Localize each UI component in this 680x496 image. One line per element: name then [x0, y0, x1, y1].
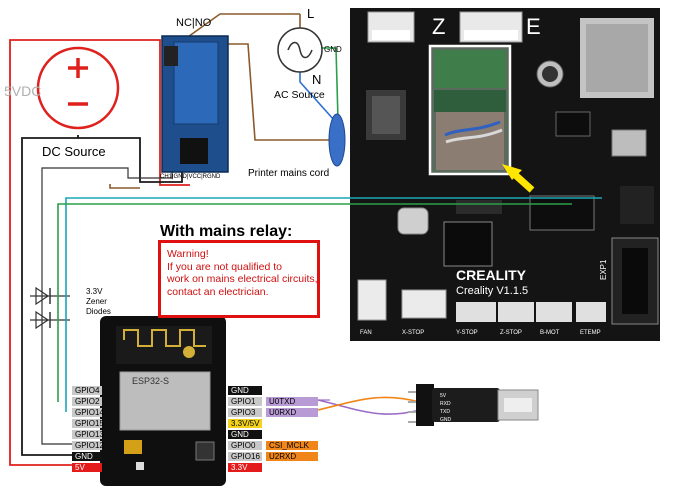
pin-3v3-5v: 3.3V/5V	[228, 419, 262, 428]
heading: With mains relay:	[160, 223, 292, 240]
creality-mainboard	[350, 8, 660, 341]
pin-gnd-right-1: GND	[228, 386, 262, 395]
pin-gpio4: GPIO4	[72, 386, 102, 395]
pin-gpio16: GPIO16	[228, 452, 262, 461]
board-brand: CREALITY	[456, 267, 527, 283]
wire-zener-2	[41, 290, 72, 445]
wire-vcc-relay	[159, 178, 190, 186]
func-u2rxd: U2RXD	[266, 452, 318, 461]
printer-cord-plug	[328, 113, 346, 167]
board-bottom-xstop: X-STOP	[402, 330, 424, 336]
wire-gnd-to-relay	[78, 137, 183, 183]
wire-relay-line	[177, 13, 300, 45]
wire-ch1-brown	[109, 184, 140, 189]
pin-gpio15: GPIO15	[72, 419, 104, 428]
wire-zener-1	[41, 167, 173, 290]
wire-gnd-black	[21, 135, 79, 456]
printer-cord-label: Printer mains cord	[248, 168, 329, 179]
relay-module	[161, 35, 229, 173]
pin-gpio13: GPIO13	[72, 430, 104, 439]
zener-label-3: Diodes	[86, 307, 111, 316]
wire-ac-neutral	[299, 72, 335, 121]
wire-uart-tx	[317, 399, 421, 415]
board-bottom-bmot: B-MOT	[540, 330, 560, 336]
board-bottom-ystop: Y-STOP	[456, 330, 478, 336]
relay-pins-label: CH1|GND|VCC|RGND	[160, 174, 221, 180]
pin-5v-left: 5V	[72, 463, 102, 472]
pin-gpio14: GPIO14	[72, 408, 104, 417]
pin-gpio1: GPIO1	[228, 397, 262, 406]
wire-5v-to-relay	[78, 39, 161, 178]
usb-pin-txd: TXD	[440, 409, 450, 415]
pin-gnd-right-2: GND	[228, 430, 262, 439]
pin-gpio0: GPIO0	[228, 441, 262, 450]
zener-label-2: Zener	[86, 297, 107, 306]
zener-diodes	[35, 286, 51, 330]
usb-pin-gnd: GND	[440, 417, 452, 423]
wire-ac-ground	[322, 47, 339, 121]
svg-labels: 5VDC DC Source NC|NO L N GND AC Source P…	[4, 6, 608, 423]
wires	[9, 13, 602, 466]
neutral-label: N	[312, 72, 321, 87]
board-model: Creality V1.1.5	[456, 285, 528, 297]
warning-line-2: work on mains electrical circuits,	[167, 273, 318, 285]
board-exp1: EXP1	[599, 259, 608, 280]
dc-source	[36, 46, 120, 130]
pin-gnd-left: GND	[72, 452, 102, 461]
ground-label: GND	[324, 45, 342, 54]
usb-pin-rxd: RXD	[440, 401, 451, 407]
usb-uart-adapter	[408, 384, 539, 426]
warning-title: Warning!	[167, 248, 209, 260]
wire-uart-rx	[317, 396, 421, 411]
esp32-cam-board	[100, 316, 226, 486]
warning-box: Warning! If you are not qualified to wor…	[158, 240, 320, 318]
board-label-z: Z	[432, 14, 445, 39]
board-bottom-etemp: ETEMP	[580, 330, 601, 336]
warning-line-3: contact an electrician.	[167, 285, 269, 298]
usb-pin-5v: 5V	[440, 393, 447, 399]
wire-5v-red	[9, 39, 78, 466]
line-label: L	[307, 6, 314, 21]
func-u0rxd: U0RXD	[266, 408, 318, 417]
zener-label-1: 3.3V	[86, 287, 103, 296]
dc-voltage-label: 5VDC	[4, 83, 41, 99]
board-bottom-fan: FAN	[360, 330, 372, 336]
pin-gpio3: GPIO3	[228, 408, 262, 417]
warning-line-1: If you are not qualified to	[167, 260, 282, 273]
func-u0txd: U0TXD	[266, 397, 318, 406]
ac-source-label: AC Source	[274, 89, 325, 101]
relay-contacts-label: NC|NO	[176, 17, 212, 29]
wire-gpio-green	[57, 203, 572, 402]
func-csi-mclk: CSI_MCLK	[266, 441, 318, 450]
pin-gpio12: GPIO12	[72, 441, 104, 450]
wire-gpio-teal	[65, 197, 602, 412]
pin-3v3: 3.3V	[228, 463, 262, 472]
ac-source	[277, 27, 346, 167]
board-bottom-zstop: Z-STOP	[500, 330, 522, 336]
pin-gpio2: GPIO2	[72, 397, 102, 406]
board-label-e: E	[526, 14, 541, 39]
esp32-name: ESP32-S	[132, 376, 169, 386]
dc-source-label: DC Source	[42, 144, 106, 159]
